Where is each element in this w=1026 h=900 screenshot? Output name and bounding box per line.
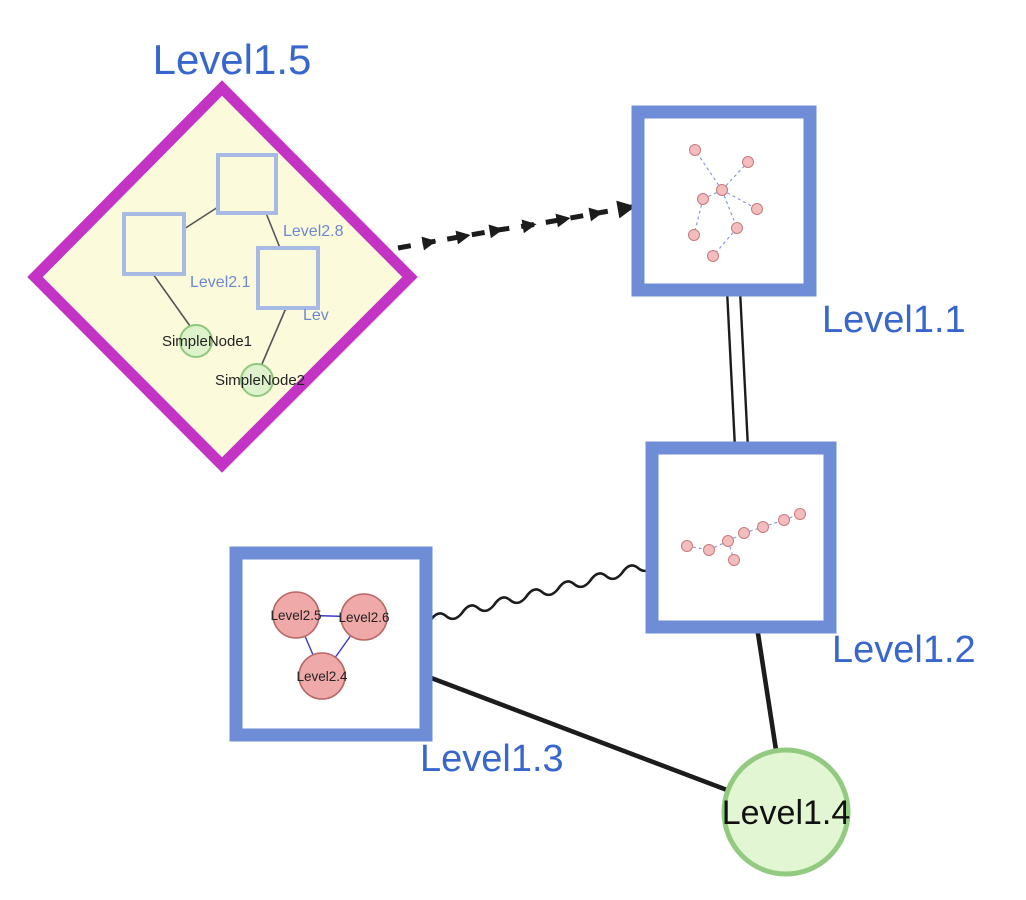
mini-node[interactable] — [707, 250, 719, 262]
level11-box[interactable] — [631, 105, 817, 297]
level12-inner-nodes — [681, 508, 806, 566]
simplenode1-circle[interactable] — [179, 324, 213, 358]
simplenode2-circle[interactable] — [240, 363, 274, 397]
mini-node[interactable] — [703, 544, 715, 556]
mini-node[interactable] — [738, 527, 750, 539]
level25-label: Level2.5 — [270, 608, 321, 623]
node-level13-group: Level2.5 Level2.6 Level2.4 — [229, 546, 433, 742]
inner-edge-sq2-simplenode1[interactable] — [152, 273, 191, 327]
level26-label: Level2.6 — [338, 610, 389, 625]
inner-edge-sq2-sq1[interactable] — [183, 206, 219, 230]
edge-level12-level14[interactable] — [754, 626, 779, 751]
edge-level15-level11[interactable] — [397, 200, 636, 251]
edges-layer — [397, 200, 779, 793]
simplenode1-label: SimpleNode1 — [162, 333, 252, 350]
node-level15-group: Level2.8 Level2.1 Lev SimpleNode1 Simple… — [27, 80, 418, 473]
mini-node[interactable] — [742, 156, 754, 168]
level25-circle[interactable] — [272, 591, 320, 639]
mini-node[interactable] — [778, 514, 790, 526]
mini-node[interactable] — [731, 222, 743, 234]
level13-label: Level1.3 — [420, 738, 564, 780]
level15-diamond[interactable] — [27, 80, 418, 473]
mini-node[interactable] — [697, 193, 709, 205]
level11-inner-edges — [693, 149, 758, 257]
mini-edge[interactable] — [721, 189, 738, 229]
mini-node[interactable] — [716, 184, 728, 196]
level14-circle[interactable] — [721, 747, 851, 877]
level11-inner-nodes — [688, 144, 763, 262]
inner-square-level28[interactable] — [216, 153, 278, 215]
inner-edge-sq3-simplenode2[interactable] — [261, 307, 287, 365]
edge-level13-level12[interactable] — [428, 564, 656, 622]
mini-node[interactable] — [728, 554, 740, 566]
node-level12-group — [645, 441, 837, 634]
level15-label: Level1.5 — [153, 36, 312, 83]
mini-node[interactable] — [794, 508, 806, 520]
simplenode2-label: SimpleNode2 — [215, 372, 305, 389]
inner-square-lev[interactable] — [256, 246, 320, 310]
mini-edge[interactable] — [694, 149, 723, 191]
node-level14-group: Level1.4 — [721, 747, 851, 877]
level24-label: Level2.4 — [296, 669, 348, 684]
mini-edge[interactable] — [693, 198, 704, 236]
level26-circle[interactable] — [340, 593, 388, 641]
mini-node[interactable] — [722, 535, 734, 547]
mini-node[interactable] — [681, 540, 693, 552]
level14-label: Level1.4 — [722, 794, 851, 832]
level12-label: Level1.2 — [832, 629, 976, 671]
inner-square-lev-label: Lev — [303, 307, 329, 324]
edge-level13-level14[interactable] — [425, 673, 728, 793]
mini-edge[interactable] — [721, 161, 749, 191]
mini-edge[interactable] — [721, 189, 758, 210]
mini-node[interactable] — [757, 521, 769, 533]
node-level11-group — [631, 105, 817, 297]
mini-node[interactable] — [688, 229, 700, 241]
inner-edge-sq1-sq3[interactable] — [265, 212, 281, 249]
inner-square-level28-label: Level2.8 — [283, 223, 344, 240]
inner-square-level21-label: Level2.1 — [190, 274, 251, 291]
mini-edge[interactable] — [712, 227, 738, 257]
level11-label: Level1.1 — [822, 299, 966, 341]
mini-node[interactable] — [689, 144, 701, 156]
inner-square-level21[interactable] — [122, 212, 186, 276]
level13-box[interactable] — [229, 546, 433, 742]
level24-circle[interactable] — [298, 652, 346, 700]
mini-node[interactable] — [751, 203, 763, 215]
edge-level11-level12[interactable] — [725, 289, 750, 449]
